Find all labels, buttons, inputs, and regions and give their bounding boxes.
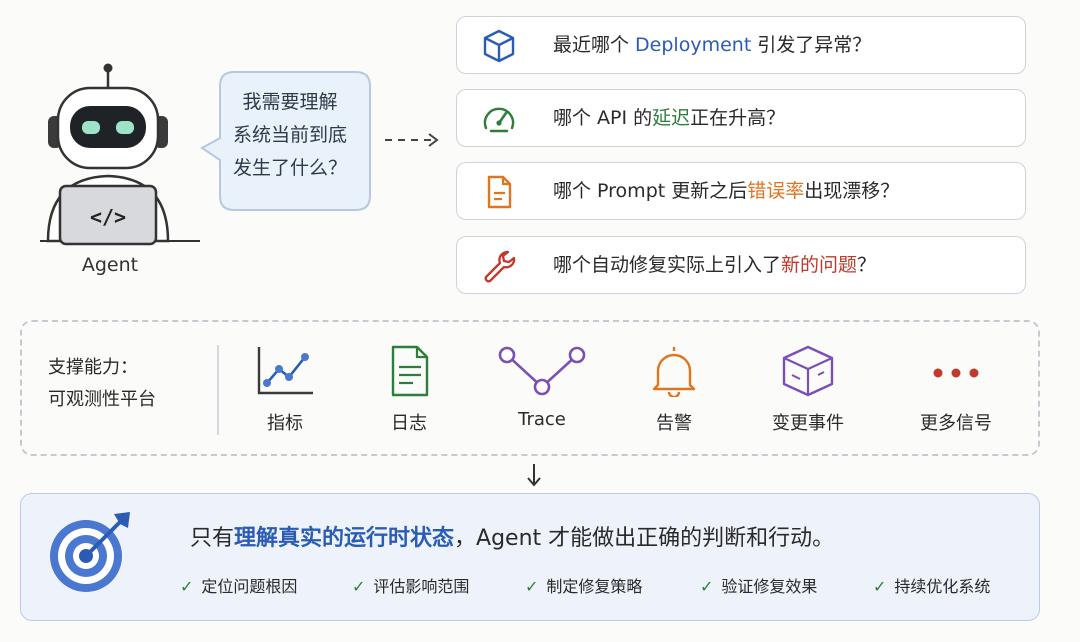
robot-agent-illustration: </> <box>40 63 200 246</box>
arrow-down-icon <box>527 464 541 487</box>
signal-label: Trace <box>518 409 566 430</box>
agent-label: Agent <box>81 254 139 276</box>
signal-label: 变更事件 <box>772 413 844 434</box>
checkmark-icon: ✓ <box>873 577 887 596</box>
wrench-icon <box>484 250 516 283</box>
signal-alerts: 告警 <box>619 345 729 435</box>
signal-metrics: 指标 <box>230 345 340 435</box>
checkmark-icon: ✓ <box>352 577 366 596</box>
bubble-line: 系统当前到底 <box>232 124 347 146</box>
change-box-icon <box>782 345 834 397</box>
question-card-latency: 哪个 API 的延迟正在升高？ <box>456 89 1026 147</box>
platform-title-line: 可观测性平台 <box>48 389 156 410</box>
observability-platform-panel <box>20 320 1040 456</box>
question-card-deployment: 最近哪个 Deployment 引发了异常？ <box>456 16 1026 74</box>
divider <box>217 345 219 435</box>
signal-label: 告警 <box>656 413 692 434</box>
bell-icon <box>652 347 696 397</box>
question-text: 哪个自动修复实际上引入了新的问题？ <box>553 254 877 276</box>
signal-logs: 日志 <box>354 345 464 435</box>
question-text: 哪个 API 的延迟正在升高？ <box>553 107 786 129</box>
checklist-item: ✓持续优化系统 <box>873 577 991 596</box>
question-highlight: Deployment <box>635 34 752 56</box>
question-highlight: 延迟 <box>652 107 691 129</box>
conclusion-text: 只有理解真实的运行时状态，Agent 才能做出正确的判断和行动。 <box>190 526 835 551</box>
platform-title-line: 支撑能力： <box>48 357 138 378</box>
speech-bubble <box>200 71 371 211</box>
question-card-autofix: 哪个自动修复实际上引入了新的问题？ <box>456 236 1026 294</box>
line-chart-icon <box>257 347 313 395</box>
trace-nodes-icon <box>498 346 586 396</box>
checklist-item: ✓评估影响范围 <box>352 577 470 596</box>
question-text: 最近哪个 Deployment 引发了异常？ <box>553 34 872 56</box>
question-text: 哪个 Prompt 更新之后错误率出现漂移？ <box>553 180 900 202</box>
checklist-item: ✓验证修复效果 <box>700 577 818 596</box>
target-icon <box>50 512 130 592</box>
checkmark-icon: ✓ <box>180 577 194 596</box>
platform-title: 支撑能力： 可观测性平台 <box>48 352 198 416</box>
conclusion-panel <box>20 493 1040 621</box>
signal-change-events: 变更事件 <box>753 345 863 435</box>
bubble-line: 发生了什么？ <box>232 157 347 179</box>
checkmark-icon: ✓ <box>700 577 714 596</box>
dashed-arrow-right-icon <box>385 133 439 147</box>
question-highlight: 错误率 <box>747 180 805 202</box>
cube-icon <box>483 29 515 63</box>
checklist-item: ✓制定修复策略 <box>525 577 643 596</box>
checklist-item: ✓定位问题根因 <box>180 577 298 596</box>
question-card-prompt: 哪个 Prompt 更新之后错误率出现漂移？ <box>456 162 1026 220</box>
bubble-line: 我需要理解 <box>242 91 338 113</box>
laptop-code-glyph: </> <box>90 205 126 229</box>
signal-more: 更多信号 <box>901 345 1011 435</box>
gauge-icon <box>483 107 515 133</box>
document-icon <box>487 175 512 209</box>
question-highlight: 新的问题 <box>781 254 858 276</box>
speech-bubble-text: 我需要理解 系统当前到底 发生了什么？ <box>222 86 358 185</box>
log-file-icon <box>391 345 429 397</box>
checkmark-icon: ✓ <box>525 577 539 596</box>
signal-trace: Trace <box>487 345 597 430</box>
more-dots-icon <box>933 368 979 378</box>
signal-label: 日志 <box>391 413 427 434</box>
signal-label: 更多信号 <box>920 413 992 434</box>
signal-label: 指标 <box>267 413 303 434</box>
conclusion-highlight: 理解真实的运行时状态 <box>234 526 455 551</box>
